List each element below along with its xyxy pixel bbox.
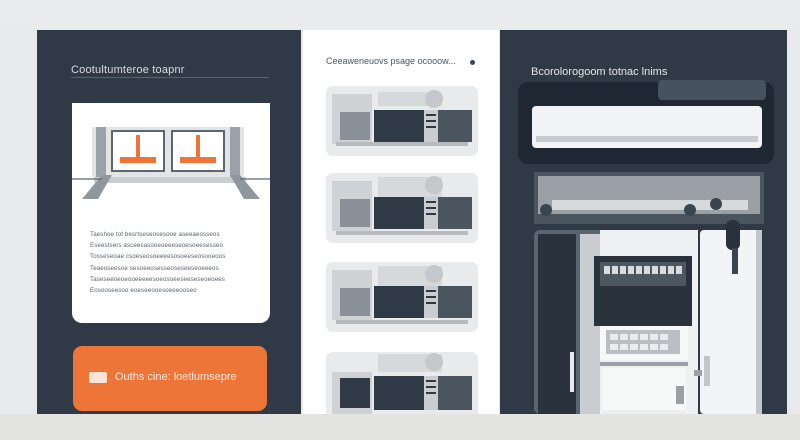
more-dot-icon[interactable] xyxy=(470,60,475,65)
thumbnail-4[interactable] xyxy=(326,352,478,414)
card-text-line: Eosooseesoo eoeseeooesoeeeooseo xyxy=(90,287,197,295)
top-bar xyxy=(0,0,800,30)
thumbnail-3[interactable] xyxy=(326,262,478,332)
primary-action-label: Ouths cine: loetlumsepre xyxy=(115,371,237,383)
title-divider xyxy=(71,77,269,78)
thumbnail-machine-icon xyxy=(326,262,478,332)
card-text-line: Teaeoseesoe sesoeeosesseoseseeseoeeeos xyxy=(90,264,219,272)
appliance-illustration-icon xyxy=(518,80,774,414)
card-text-line: Taeshoe tot besrtseseosesooe aseeaeosseo… xyxy=(90,231,220,238)
info-card: Taeshoe tot besrtseseosesooe aseeaeosseo… xyxy=(72,103,270,323)
card-text-line: Eseestsers asceesasooeoeeeseoesoeesesseo xyxy=(90,242,223,250)
middle-panel: Ceeaweneuovs psage ocooow... xyxy=(303,30,499,414)
middle-panel-title: Ceeaweneuovs psage ocooow... xyxy=(326,56,456,66)
bottom-bar xyxy=(0,414,800,440)
left-panel-title: Cootultumteroe toapnr xyxy=(71,64,185,76)
thumbnail-machine-icon xyxy=(326,352,478,414)
card-text-line: Tosseseoae csoeseosoeeeesosoeeseosooeoos xyxy=(90,253,226,261)
primary-action-button[interactable]: Ouths cine: loetlumsepre xyxy=(73,346,267,411)
left-panel: Cootultumteroe toapnr Taeshoe tot besrts… xyxy=(37,30,301,414)
card-text-line: Taseseeoeoeooeeeeesoeosoeeseeseseoeoees xyxy=(90,275,225,283)
right-panel: Bcorolorogoom totnac lnims xyxy=(500,30,787,414)
card-illustration-icon xyxy=(72,103,270,213)
thumbnail-1[interactable] xyxy=(326,86,478,156)
right-panel-title: Bcorolorogoom totnac lnims xyxy=(531,66,668,78)
thumbnail-2[interactable] xyxy=(326,173,478,243)
thumbnail-machine-icon xyxy=(326,173,478,243)
cta-icon xyxy=(89,372,107,383)
card-body-text: Taeshoe tot besrtseseosesooe aseeaeosseo… xyxy=(90,229,250,296)
thumbnail-machine-icon xyxy=(326,86,478,156)
